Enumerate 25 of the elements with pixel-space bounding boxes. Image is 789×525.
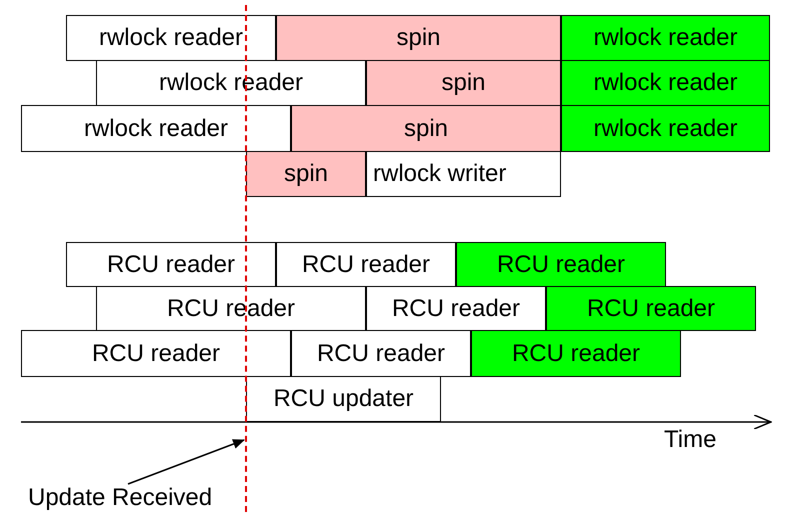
axis-label: Time <box>664 426 716 454</box>
spin-bar: spin <box>366 60 561 106</box>
section-bar: rwlock writer <box>366 151 561 197</box>
section-bar: RCU reader <box>291 330 471 377</box>
section-bar: RCU reader <box>96 286 366 331</box>
active-section-bar: RCU reader <box>546 286 756 331</box>
section-bar: RCU reader <box>66 242 276 287</box>
section-bar: RCU reader <box>21 330 291 377</box>
active-section-bar: rwlock reader <box>561 15 770 61</box>
section-bar: rwlock reader <box>96 60 366 106</box>
spin-bar: spin <box>246 151 366 197</box>
arrow <box>128 439 245 485</box>
active-section-bar: rwlock reader <box>561 105 770 152</box>
section-bar: rwlock reader <box>66 15 276 61</box>
active-section-bar: RCU reader <box>471 330 681 377</box>
annotation-text: Update Received <box>28 484 212 512</box>
section-bar: RCU reader <box>276 242 456 287</box>
spin-bar: spin <box>291 105 561 152</box>
active-section-bar: rwlock reader <box>561 60 770 106</box>
section-bar: rwlock reader <box>21 105 291 152</box>
section-bar: RCU updater <box>246 376 441 422</box>
section-bar: RCU reader <box>366 286 546 331</box>
spin-bar: spin <box>276 15 561 61</box>
update-time-marker <box>245 5 247 512</box>
active-section-bar: RCU reader <box>456 242 666 287</box>
